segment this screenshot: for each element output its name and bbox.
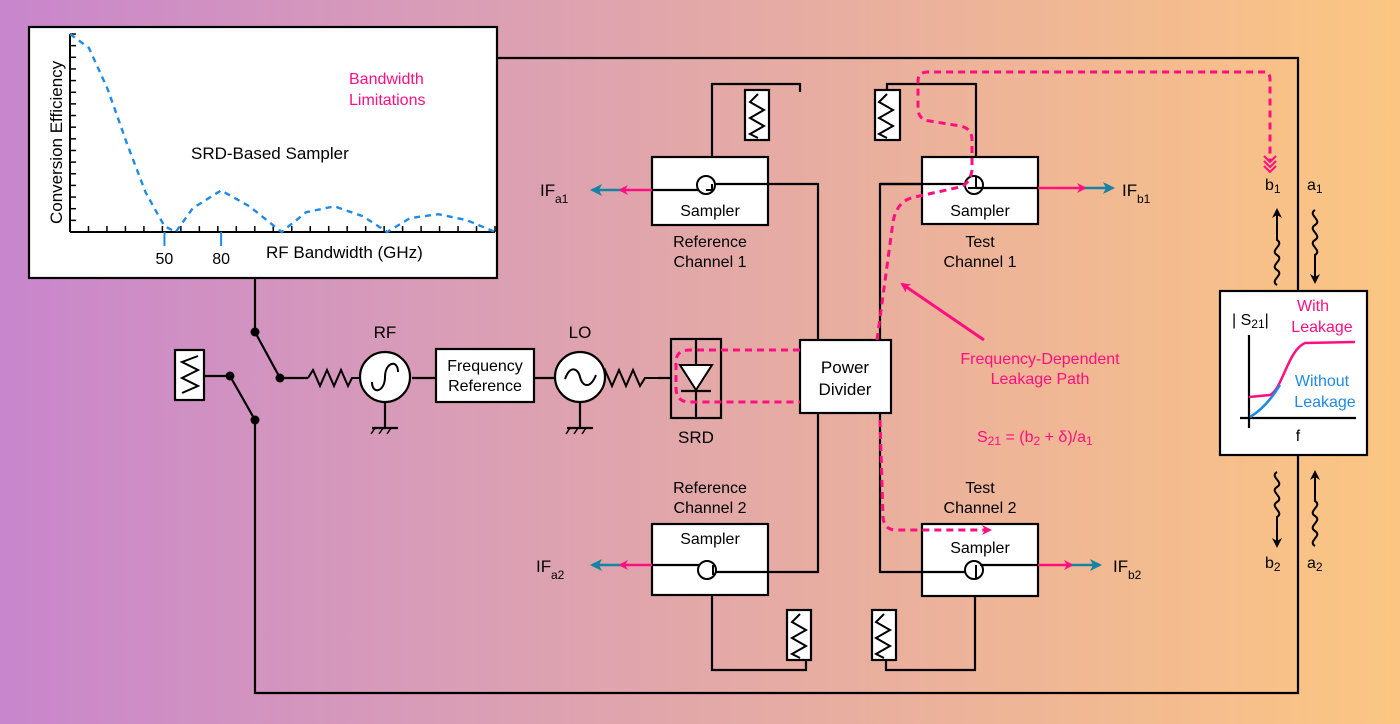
svg-text:Sampler: Sampler — [680, 203, 740, 220]
conversion-efficiency-chart: 50 80 Conversion Efficiency RF Bandwidth … — [27, 25, 499, 280]
svg-text:Test: Test — [965, 480, 995, 497]
svg-text:b2: b2 — [1128, 568, 1142, 582]
bandwidth-limitations-label-1: Bandwidth — [349, 71, 424, 88]
svg-text:IF: IF — [1122, 181, 1137, 200]
svg-text:Channel 2: Channel 2 — [944, 500, 1017, 517]
svg-text:With: With — [1297, 298, 1329, 315]
sampler-ref-ch2: Sampler Reference Channel 2 — [650, 480, 770, 597]
svg-text:a2: a2 — [1307, 555, 1323, 574]
transfer-switch — [205, 327, 285, 425]
frequency-reference-block: Frequency Reference — [434, 347, 536, 404]
wave-a1: a1 — [1307, 177, 1323, 284]
rf-series-resistor — [307, 367, 360, 389]
if-b1-output: IF b1 — [1038, 181, 1151, 206]
srd-label: SRD — [678, 428, 714, 447]
svg-text:a1: a1 — [1307, 177, 1323, 196]
svg-text:IF: IF — [536, 557, 551, 576]
svg-text:IF: IF — [1113, 557, 1128, 576]
svg-text:b2: b2 — [1265, 555, 1281, 574]
termination-test-ch2 — [870, 608, 898, 662]
svg-text:Without: Without — [1295, 373, 1350, 390]
svg-text:Sampler: Sampler — [950, 203, 1010, 220]
svg-text:Reference: Reference — [448, 378, 522, 395]
svg-text:Channel 1: Channel 1 — [674, 254, 747, 271]
b1-leak-chevrons — [1263, 155, 1277, 174]
svg-text:IF: IF — [540, 181, 555, 200]
svg-text:Leakage: Leakage — [1291, 319, 1352, 336]
termination-ref-ch1 — [743, 88, 771, 142]
svg-text:Channel 2: Channel 2 — [674, 500, 747, 517]
svg-text:Sampler: Sampler — [680, 531, 740, 548]
lo-label: LO — [569, 323, 592, 342]
svg-text:b1: b1 — [1137, 192, 1151, 206]
bandwidth-limitations-label-2: Limitations — [349, 92, 425, 109]
termination-ref-ch2 — [785, 608, 813, 662]
chart-x-ticks: 50 80 — [156, 232, 230, 268]
svg-text:Frequency-Dependent: Frequency-Dependent — [960, 351, 1120, 368]
svg-text:Channel 1: Channel 1 — [944, 254, 1017, 271]
sampler-ref-ch1: Sampler Reference Channel 1 — [650, 155, 770, 271]
svg-text:Frequency: Frequency — [447, 358, 523, 375]
svg-text:a2: a2 — [551, 568, 565, 582]
wave-b1: b1 — [1265, 177, 1282, 286]
svg-text:Leakage: Leakage — [1294, 394, 1355, 411]
rf-label: RF — [374, 323, 397, 342]
chart-x-tick-label: 80 — [212, 251, 230, 268]
s21-inset: | S21| With Leakage Without Leakage f — [1218, 289, 1369, 457]
svg-text:Sampler: Sampler — [950, 540, 1010, 557]
if-a2-output: IF a2 — [536, 557, 652, 582]
sampler-test-ch1: Sampler Test Channel 1 — [880, 155, 1040, 271]
chart-xlabel: RF Bandwidth (GHz) — [266, 243, 423, 262]
conversion-efficiency-curve — [69, 33, 496, 234]
srd-block: SRD — [669, 337, 723, 447]
lo-series-resistor — [599, 367, 658, 389]
sampler-test-ch2: Sampler Test Channel 2 — [920, 480, 1040, 598]
wave-b2: b2 — [1265, 471, 1282, 574]
leakage-paths — [674, 70, 1272, 535]
svg-text:Test: Test — [965, 234, 995, 251]
svg-text:a1: a1 — [555, 192, 569, 206]
if-b2-output: IF b2 — [1038, 557, 1142, 582]
rf-source: RF — [358, 323, 412, 435]
svg-text:Power: Power — [821, 358, 870, 377]
power-divider-block: Power Divider — [798, 338, 893, 415]
leakage-annotation: Frequency-Dependent Leakage Path S21 = (… — [900, 282, 1120, 448]
svg-text:| S21|: | S21| — [1232, 312, 1269, 331]
lo-source: LO — [553, 323, 607, 435]
svg-text:Divider: Divider — [819, 380, 872, 399]
svg-text:Reference: Reference — [673, 234, 747, 251]
svg-text:b1: b1 — [1265, 177, 1281, 196]
wave-a2: a2 — [1307, 470, 1323, 574]
svg-text:Leakage Path: Leakage Path — [991, 371, 1090, 388]
if-a1-output: IF a1 — [540, 181, 652, 206]
chart-x-tick-label: 50 — [156, 251, 174, 268]
termination-resistor-left — [173, 348, 206, 402]
termination-test-ch1 — [873, 88, 902, 142]
svg-text:f: f — [1296, 428, 1301, 445]
chart-ylabel: Conversion Efficiency — [47, 60, 66, 224]
svg-text:Reference: Reference — [673, 480, 747, 497]
chart-title: SRD-Based Sampler — [191, 144, 349, 163]
s21-equation: S21 = (b2 + δ)/a1 — [977, 429, 1093, 448]
